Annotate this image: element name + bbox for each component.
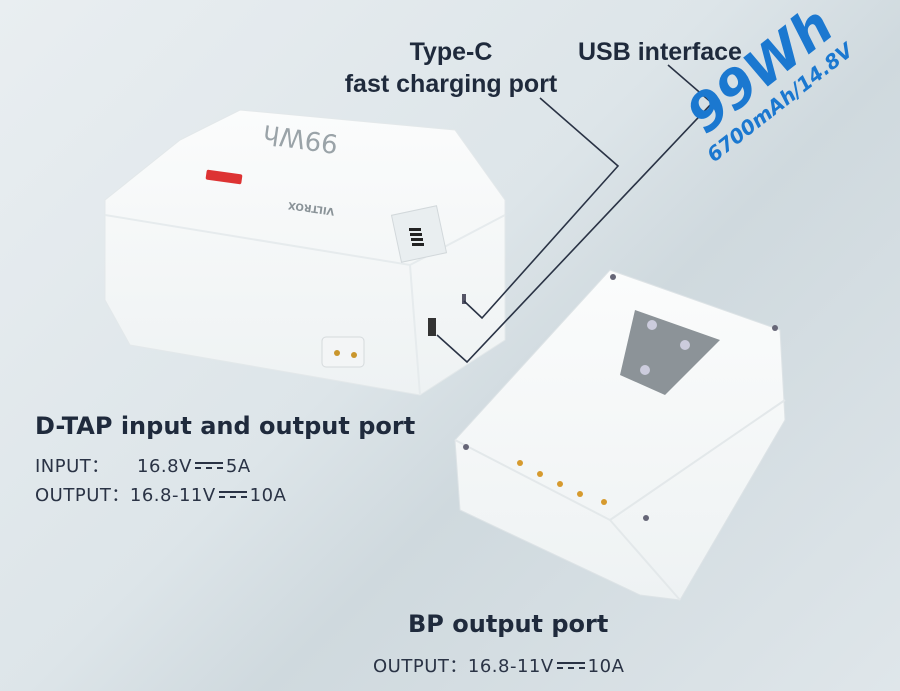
input-current: 5A: [225, 456, 251, 477]
battery-main: 99Wh VILTROX: [104, 109, 506, 396]
type-c-label: Type-C: [409, 38, 493, 66]
dc-symbol-icon: [556, 662, 585, 672]
dtap-input-spec: INPUT： 16.8V 5A: [35, 452, 251, 478]
output-label: OUTPUT：: [35, 485, 130, 506]
dc-symbol-icon: [218, 491, 247, 501]
output-voltage: 16.8-11V: [129, 485, 216, 506]
dtap-title: D-TAP input and output port: [35, 412, 416, 440]
bp-output-voltage: 16.8-11V: [467, 656, 554, 677]
input-label: INPUT：: [35, 456, 110, 477]
output-current: 10A: [249, 485, 287, 506]
bp-title: BP output port: [408, 610, 609, 638]
input-voltage: 16.8V: [137, 456, 192, 477]
bp-output-current: 10A: [587, 656, 625, 677]
type-c-callout-line: [463, 97, 620, 320]
dc-symbol-icon: [194, 462, 223, 472]
usb-callout-line: [436, 64, 714, 364]
dtap-output-spec: OUTPUT：16.8-11V 10A: [35, 481, 286, 507]
bp-output-label: OUTPUT：: [373, 656, 468, 677]
fast-charging-label: fast charging port: [344, 70, 558, 98]
battery-bp-plate: [454, 269, 786, 601]
bp-output-spec: OUTPUT：16.8-11V 10A: [373, 652, 624, 678]
type-c-callout: Type-C fast charging port: [335, 36, 567, 100]
usb-interface-label: USB interface: [578, 38, 742, 66]
